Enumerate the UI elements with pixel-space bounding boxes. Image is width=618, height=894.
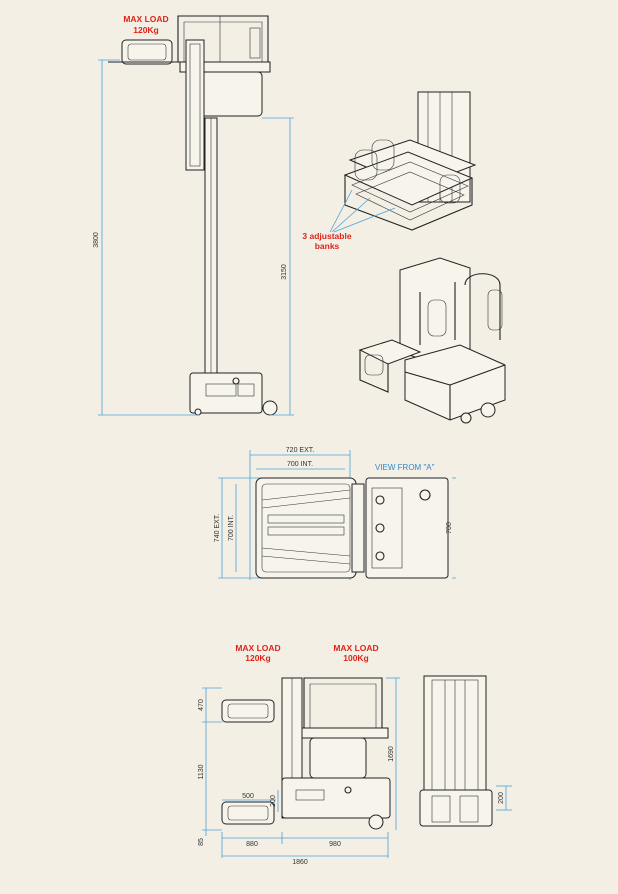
mast-upper [185, 39, 205, 171]
perspective-banks: 3 adjustable banks [302, 91, 477, 251]
dim-880: 880 [246, 841, 258, 848]
dim-980: 980 [329, 841, 341, 848]
dim-1130: 1130 [198, 764, 205, 779]
max-load-100-line2: 100Kg [343, 653, 369, 663]
dim-1860: 1860 [292, 859, 308, 866]
dim-1690: 1690 [388, 746, 395, 762]
perspective-full-machine [358, 257, 506, 424]
max-load-top-line2: 120Kg [133, 25, 159, 35]
banks-label-line1: 3 adjustable [302, 231, 351, 241]
dim-700: 700 [446, 522, 453, 534]
tray-raised [221, 699, 275, 723]
chassis-base [189, 372, 263, 414]
view-from-a-label: VIEW FROM "A" [375, 463, 435, 472]
max-load-top-line1: MAX LOAD [123, 14, 168, 24]
dim-200-a: 200 [270, 795, 277, 807]
side-elevation-stowed: MAX LOAD 120Kg MAX LOAD 100Kg 470 1130 8… [198, 643, 400, 866]
tray-lowered [221, 801, 275, 825]
dim-470: 470 [198, 699, 205, 711]
guard-rail-bottom [303, 677, 383, 728]
dim-700-int-v: 700 INT. [228, 515, 235, 541]
dim-720-ext: 720 EXT. [286, 447, 314, 454]
max-load-120-line1: MAX LOAD [235, 643, 280, 653]
tray-basket [121, 39, 173, 65]
front-elevation: 200 [419, 675, 512, 827]
max-load-100-line1: MAX LOAD [333, 643, 378, 653]
chassis-bottom [281, 777, 391, 819]
chassis-top-view [365, 477, 449, 579]
dim-85: 85 [198, 838, 205, 846]
dim-740-ext: 740 EXT. [214, 514, 221, 542]
side-elevation-extended: MAX LOAD 120Kg 3800 3150 [93, 14, 294, 416]
guard-rail [177, 15, 269, 62]
chassis-front [419, 789, 493, 827]
dim-700-int: 700 INT. [287, 461, 313, 468]
rear-wheel [262, 400, 278, 416]
front-tray [358, 339, 422, 365]
dim-3800: 3800 [93, 232, 100, 248]
banks-label-line2: banks [315, 241, 340, 251]
dim-3150: 3150 [281, 264, 288, 280]
chassis-perspective [404, 344, 506, 421]
top-view: 720 EXT. 700 INT. 740 EXT. 700 INT. VIEW… [214, 447, 456, 580]
perspective-wheel [480, 402, 496, 418]
dim-500: 500 [242, 793, 254, 800]
dim-200-b: 200 [498, 792, 505, 804]
max-load-120-line2: 120Kg [245, 653, 271, 663]
